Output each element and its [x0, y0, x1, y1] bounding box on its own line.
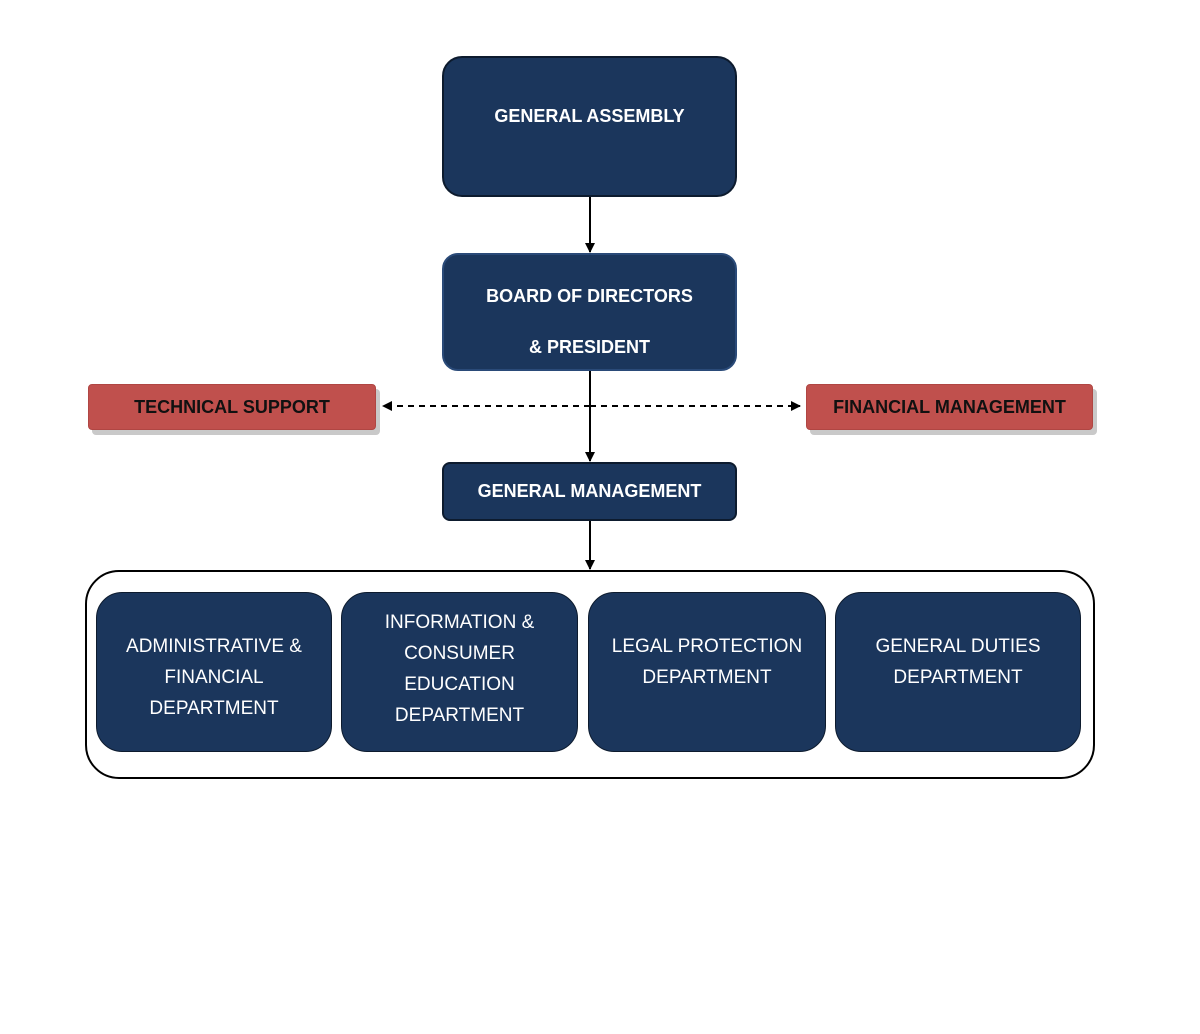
department-label-line: EDUCATION [404, 674, 515, 695]
department-label-line: FINANCIAL [164, 667, 264, 688]
department-label-line: DEPARTMENT [149, 698, 279, 719]
general-management-label: GENERAL MANAGEMENT [477, 481, 702, 501]
financial-management-box: FINANCIAL MANAGEMENT [806, 384, 1093, 430]
general-assembly-box: GENERAL ASSEMBLY [442, 56, 737, 197]
department-label-line: DEPARTMENT [642, 667, 772, 688]
financial-management-label: FINANCIAL MANAGEMENT [833, 396, 1066, 417]
department-label-line: DEPARTMENT [893, 667, 1023, 688]
general-management-box: GENERAL MANAGEMENT [442, 462, 737, 521]
administrative-financial-department-box: ADMINISTRATIVE & FINANCIAL DEPARTMENT [96, 592, 332, 752]
department-label-line: LEGAL PROTECTION [611, 636, 803, 657]
department-label-line: INFORMATION & [384, 612, 535, 633]
department-label-line: GENERAL DUTIES [875, 636, 1041, 657]
board-label-line-2: & PRESIDENT [528, 337, 651, 357]
information-consumer-education-department-box: INFORMATION & CONSUMER EDUCATION DEPARTM… [341, 592, 578, 752]
department-label-line: CONSUMER [404, 643, 515, 664]
department-label-line: ADMINISTRATIVE & [126, 636, 302, 657]
technical-support-box: TECHNICAL SUPPORT [88, 384, 376, 430]
board-of-directors-box: BOARD OF DIRECTORS & PRESIDENT [442, 253, 737, 371]
general-duties-department-box: GENERAL DUTIES DEPARTMENT [835, 592, 1081, 752]
general-assembly-label: GENERAL ASSEMBLY [494, 106, 685, 126]
department-label-line: DEPARTMENT [394, 705, 525, 726]
technical-support-label: TECHNICAL SUPPORT [134, 396, 330, 417]
board-label-line-1: BOARD OF DIRECTORS [486, 286, 693, 306]
legal-protection-department-box: LEGAL PROTECTION DEPARTMENT [588, 592, 826, 752]
